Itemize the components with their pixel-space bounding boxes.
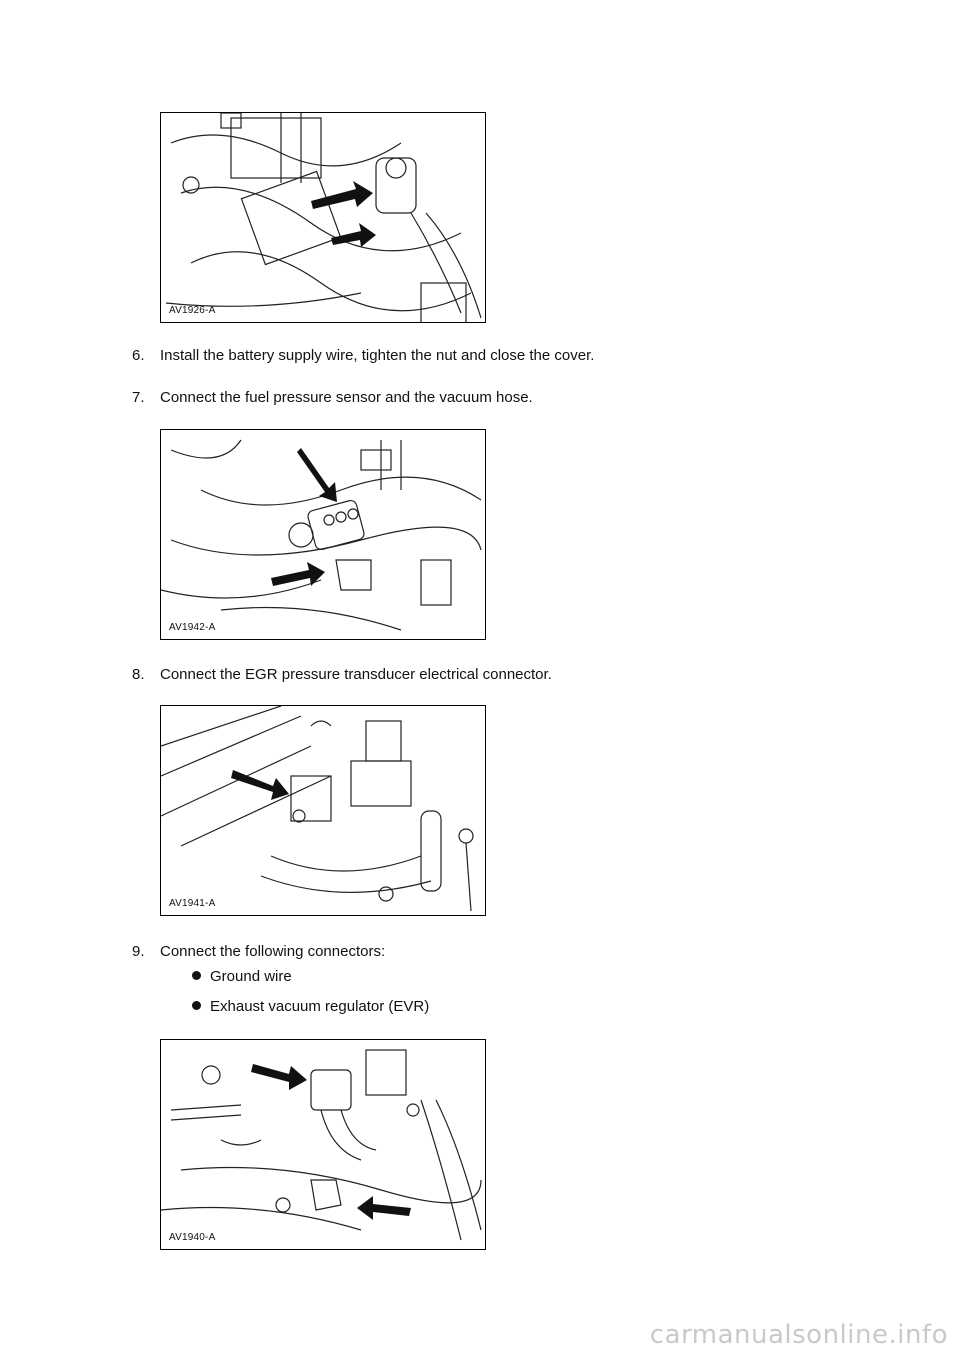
step-number: 7. — [132, 389, 145, 406]
bullet-icon — [192, 971, 201, 980]
step-7: 7. Connect the fuel pressure sensor and t… — [132, 389, 533, 407]
bullet-item: Ground wire — [192, 968, 292, 986]
figure-1: AV1926-A — [160, 112, 486, 323]
step-8: 8. Connect the EGR pressure transducer el… — [132, 666, 552, 684]
bullet-item: Exhaust vacuum regulator (EVR) — [192, 998, 429, 1016]
figure-3-label: AV1941-A — [169, 898, 216, 909]
figure-4-label: AV1940-A — [169, 1232, 216, 1243]
step-text: Connect the EGR pressure transducer elec… — [160, 666, 552, 683]
bullet-text: Ground wire — [210, 968, 292, 985]
figure-2-label: AV1942-A — [169, 622, 216, 633]
bullet-text: Exhaust vacuum regulator (EVR) — [210, 998, 430, 1015]
step-6: 6. Install the battery supply wire, tight… — [132, 347, 594, 365]
figure-1-label: AV1926-A — [169, 305, 216, 316]
step-text: Install the battery supply wire, tighten… — [160, 347, 595, 364]
step-number: 9. — [132, 943, 145, 960]
figure-2: AV1942-A — [160, 429, 486, 640]
figure-3: AV1941-A — [160, 705, 486, 916]
figure-3-illustration — [161, 706, 474, 912]
step-text: Connect the following connectors: — [160, 943, 386, 960]
step-number: 6. — [132, 347, 145, 364]
step-number: 8. — [132, 666, 145, 683]
figure-2-illustration — [161, 439, 482, 631]
step-9: 9. Connect the following connectors: — [132, 943, 385, 961]
figure-4: AV1940-A — [160, 1039, 486, 1250]
bullet-icon — [192, 1001, 201, 1010]
figure-4-illustration — [161, 1049, 482, 1241]
watermark: carmanualsonline.info — [649, 1320, 948, 1350]
figure-1-illustration — [165, 113, 482, 322]
step-text: Connect the fuel pressure sensor and the… — [160, 389, 533, 406]
